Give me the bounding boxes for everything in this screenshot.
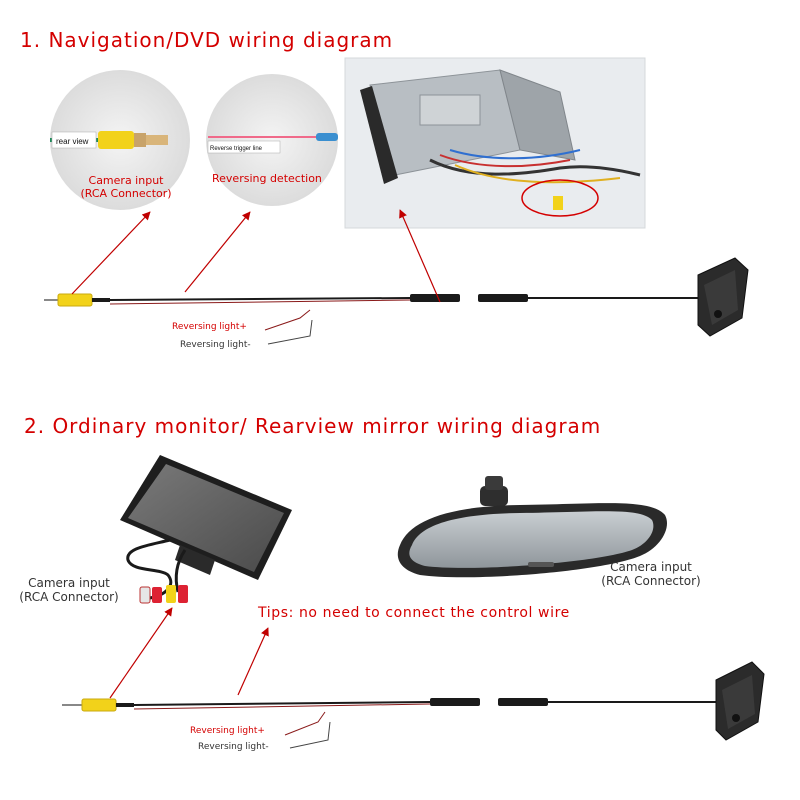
reverse-trigger-tag: Reverse trigger line: [210, 146, 263, 152]
reversing-light-minus-label-2: Reversing light-: [198, 742, 269, 752]
section2-backup-camera: [715, 661, 765, 741]
reversing-light-minus-leader: [267, 319, 313, 345]
rca-connector-text: (RCA Connector): [80, 187, 172, 200]
monitor-camera-input-arrow: [109, 607, 173, 699]
section1-camera-cable: [44, 293, 700, 307]
rearview-mirror-photo: [397, 476, 668, 578]
section2-title: 2. Ordinary monitor/ Rearview mirror wir…: [24, 414, 602, 438]
reversing-light-plus-label: Reversing light+: [172, 322, 247, 332]
tips-label: Tips: no need to connect the control wir…: [258, 605, 570, 621]
tips-arrow: [237, 627, 269, 696]
monitor-rca-connector-text: (RCA Connector): [19, 590, 119, 604]
dvd-head-unit-photo: [344, 57, 646, 229]
section1-backup-camera: [697, 257, 749, 337]
camera-input-text: Camera input: [88, 174, 164, 187]
reversing-light-plus-label-2: Reversing light+: [190, 726, 265, 736]
monitor-camera-input-label: Camera input (RCA Connector): [4, 576, 134, 604]
camera-input-label: Camera input (RCA Connector): [78, 174, 174, 200]
mirror-camera-input-text: Camera input: [610, 560, 692, 574]
section2-camera-cable: [62, 698, 718, 712]
reversing-detection-arrow: [184, 211, 251, 293]
section1-title: 1. Navigation/DVD wiring diagram: [20, 28, 394, 52]
rear-view-tag: rear view: [56, 137, 89, 146]
mirror-camera-input-label: Camera input (RCA Connector): [586, 560, 716, 588]
reversing-light-plus-leader: [264, 309, 311, 331]
camera-input-arrow: [71, 211, 151, 295]
ordinary-monitor-photo: [120, 455, 292, 604]
reversing-detection-label: Reversing detection: [212, 172, 322, 185]
reverse-trigger-zoom-circle: [206, 74, 338, 206]
reversing-light-plus-leader-2: [284, 711, 326, 736]
mirror-rca-connector-text: (RCA Connector): [601, 574, 701, 588]
reversing-light-minus-leader-2: [289, 721, 331, 749]
monitor-camera-input-text: Camera input: [28, 576, 110, 590]
head-unit-arrow: [399, 209, 441, 303]
reversing-light-minus-label: Reversing light-: [180, 340, 251, 350]
rca-zoom-circle: [50, 70, 190, 210]
